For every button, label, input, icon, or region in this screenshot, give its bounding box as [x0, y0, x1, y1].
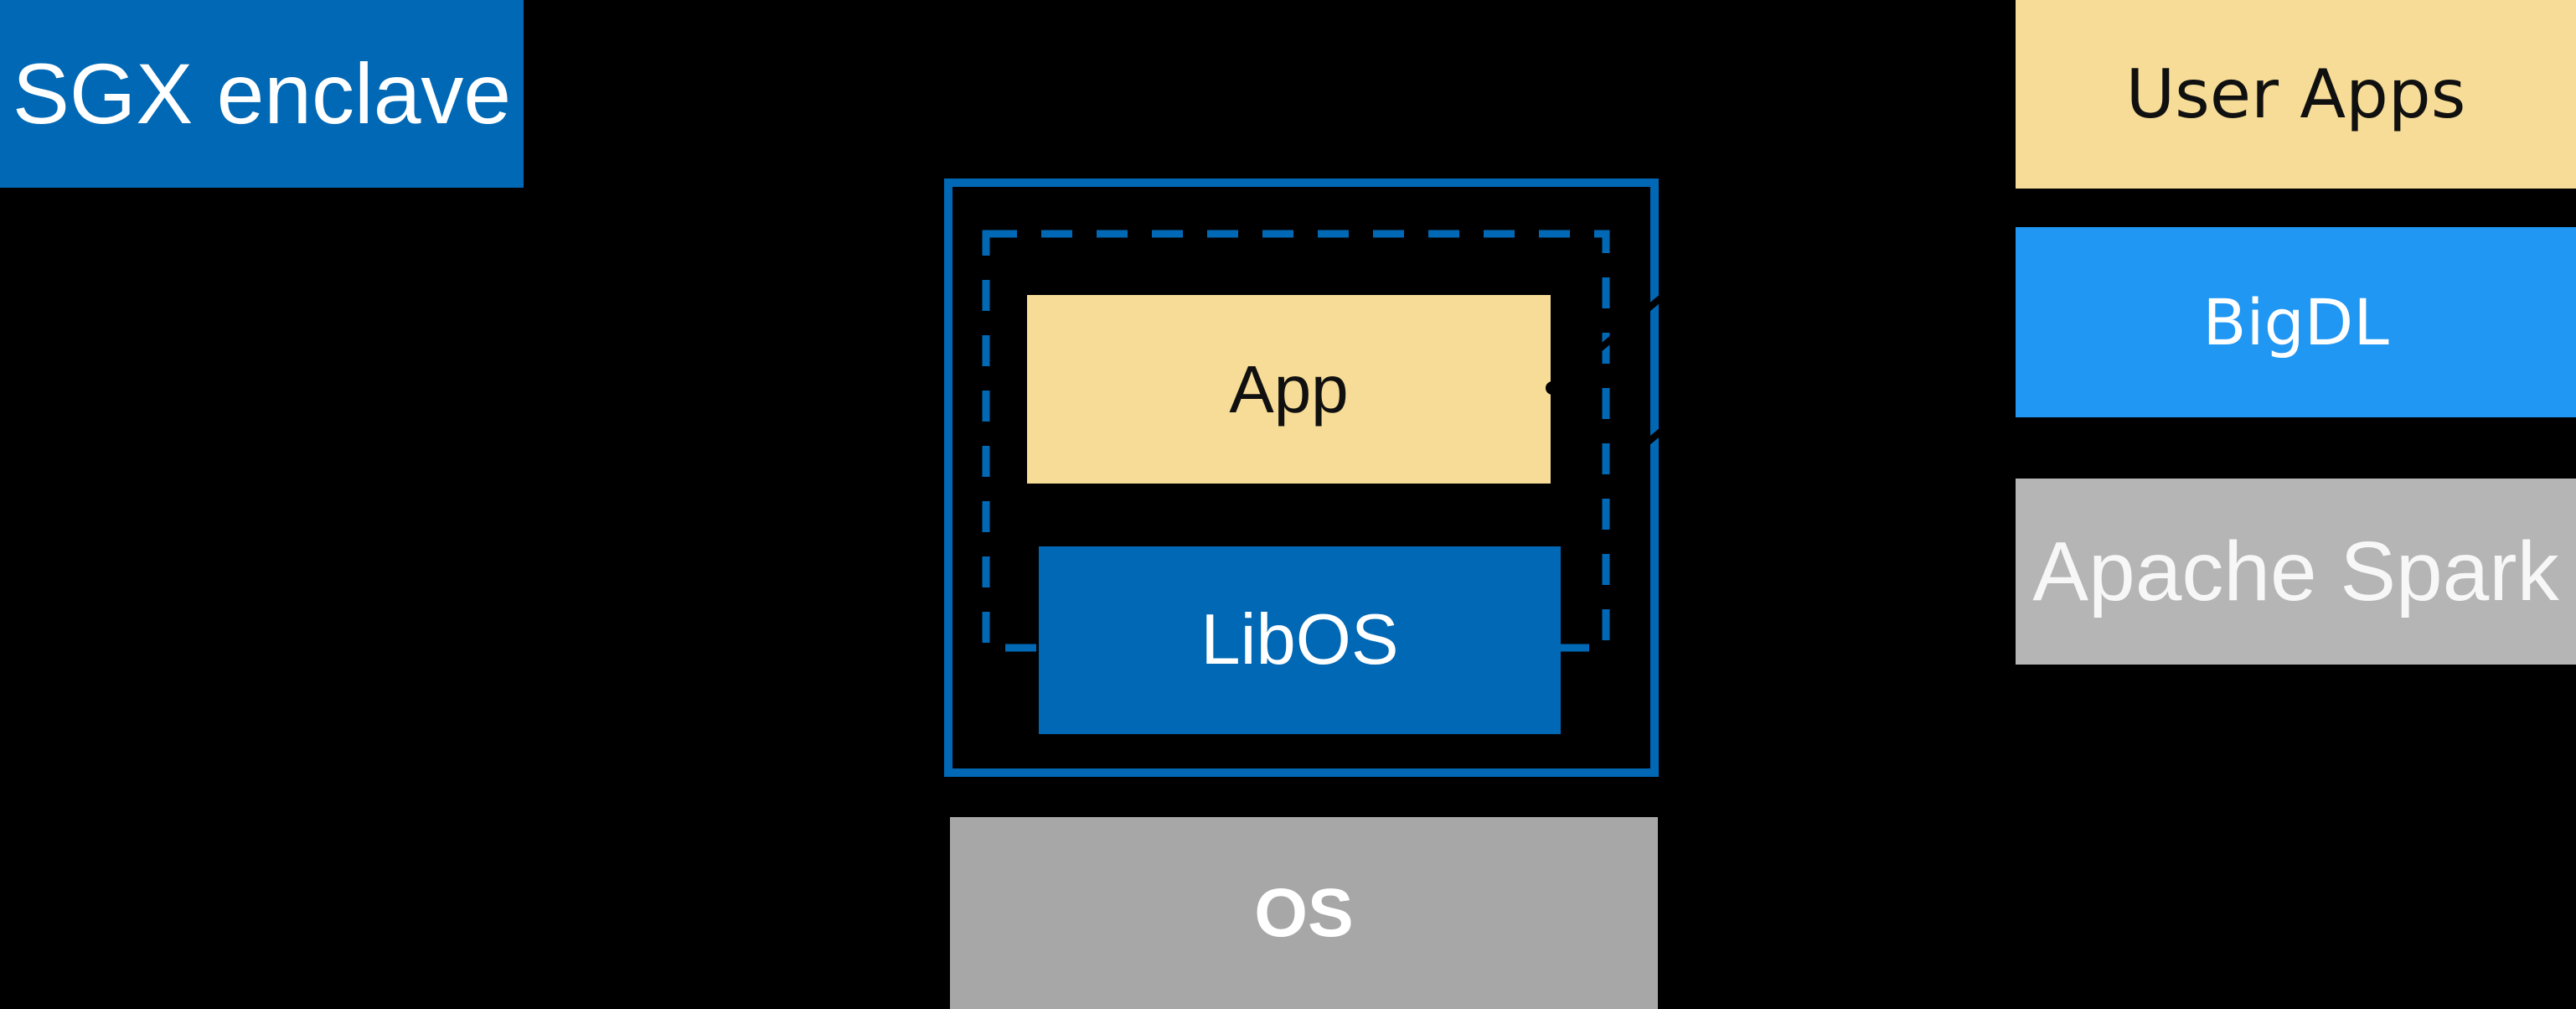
apache-spark-box: Apache Spark — [2016, 479, 2576, 665]
user-apps-box: User Apps — [2016, 0, 2576, 189]
user-apps-label: User Apps — [2125, 55, 2466, 133]
os-label: OS — [1254, 874, 1354, 951]
libos-label: LibOS — [1200, 600, 1399, 680]
app-box: App — [1027, 295, 1551, 484]
os-box: OS — [950, 817, 1658, 1009]
arrowhead-dot-sgx — [516, 510, 529, 523]
enclave-outline-box — [944, 179, 1659, 777]
app-label: App — [1229, 351, 1349, 427]
sgx-enclave-label: SGX enclave — [12, 45, 512, 142]
libos-box: LibOS — [1039, 546, 1561, 734]
bigdl-label: BigDL — [2202, 285, 2389, 360]
sgx-enclave-box: SGX enclave — [0, 0, 524, 188]
bigdl-box: BigDL — [2016, 227, 2576, 417]
apache-spark-label: Apache Spark — [2032, 524, 2559, 618]
